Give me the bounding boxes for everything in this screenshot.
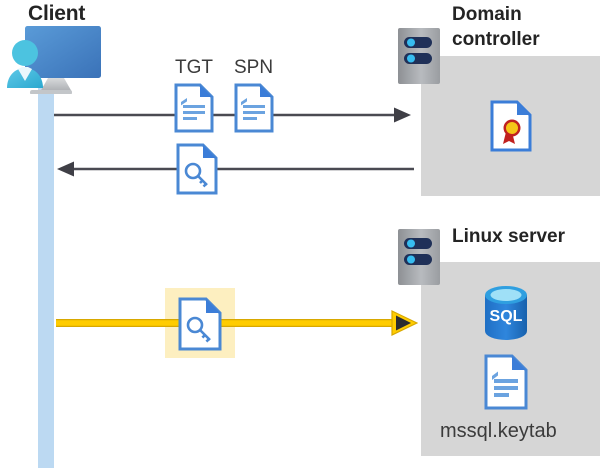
tgt-label: TGT: [175, 57, 213, 78]
client-computer-user-icon: [4, 22, 108, 94]
domain-controller-server-rack-icon: [397, 27, 443, 87]
request-arrow: [54, 104, 414, 126]
certificate-document-icon: [490, 100, 532, 152]
spn-document-icon: [234, 83, 274, 133]
domain-controller-title: Domain controller: [452, 2, 540, 52]
response-arrow: [56, 158, 414, 180]
tgt-document-icon: [174, 83, 214, 133]
service-ticket-key-document-icon: [176, 143, 218, 195]
keytab-filename-label: mssql.keytab: [440, 420, 557, 442]
linux-server-title: Linux server: [452, 226, 565, 247]
domain-controller-title-line2: controller: [452, 29, 540, 50]
linux-server-rack-icon: [397, 228, 443, 288]
domain-controller-title-line1: Domain: [452, 4, 522, 25]
spn-label: SPN: [234, 57, 274, 78]
sql-database-icon: SQL: [482, 286, 530, 342]
key-document-icon: [178, 297, 222, 351]
keytab-document-icon: [484, 354, 528, 410]
service-ticket-arrow: [56, 310, 418, 336]
sql-database-label: SQL: [490, 308, 523, 325]
client-lifeline: [38, 86, 54, 468]
client-title: Client: [28, 2, 86, 25]
